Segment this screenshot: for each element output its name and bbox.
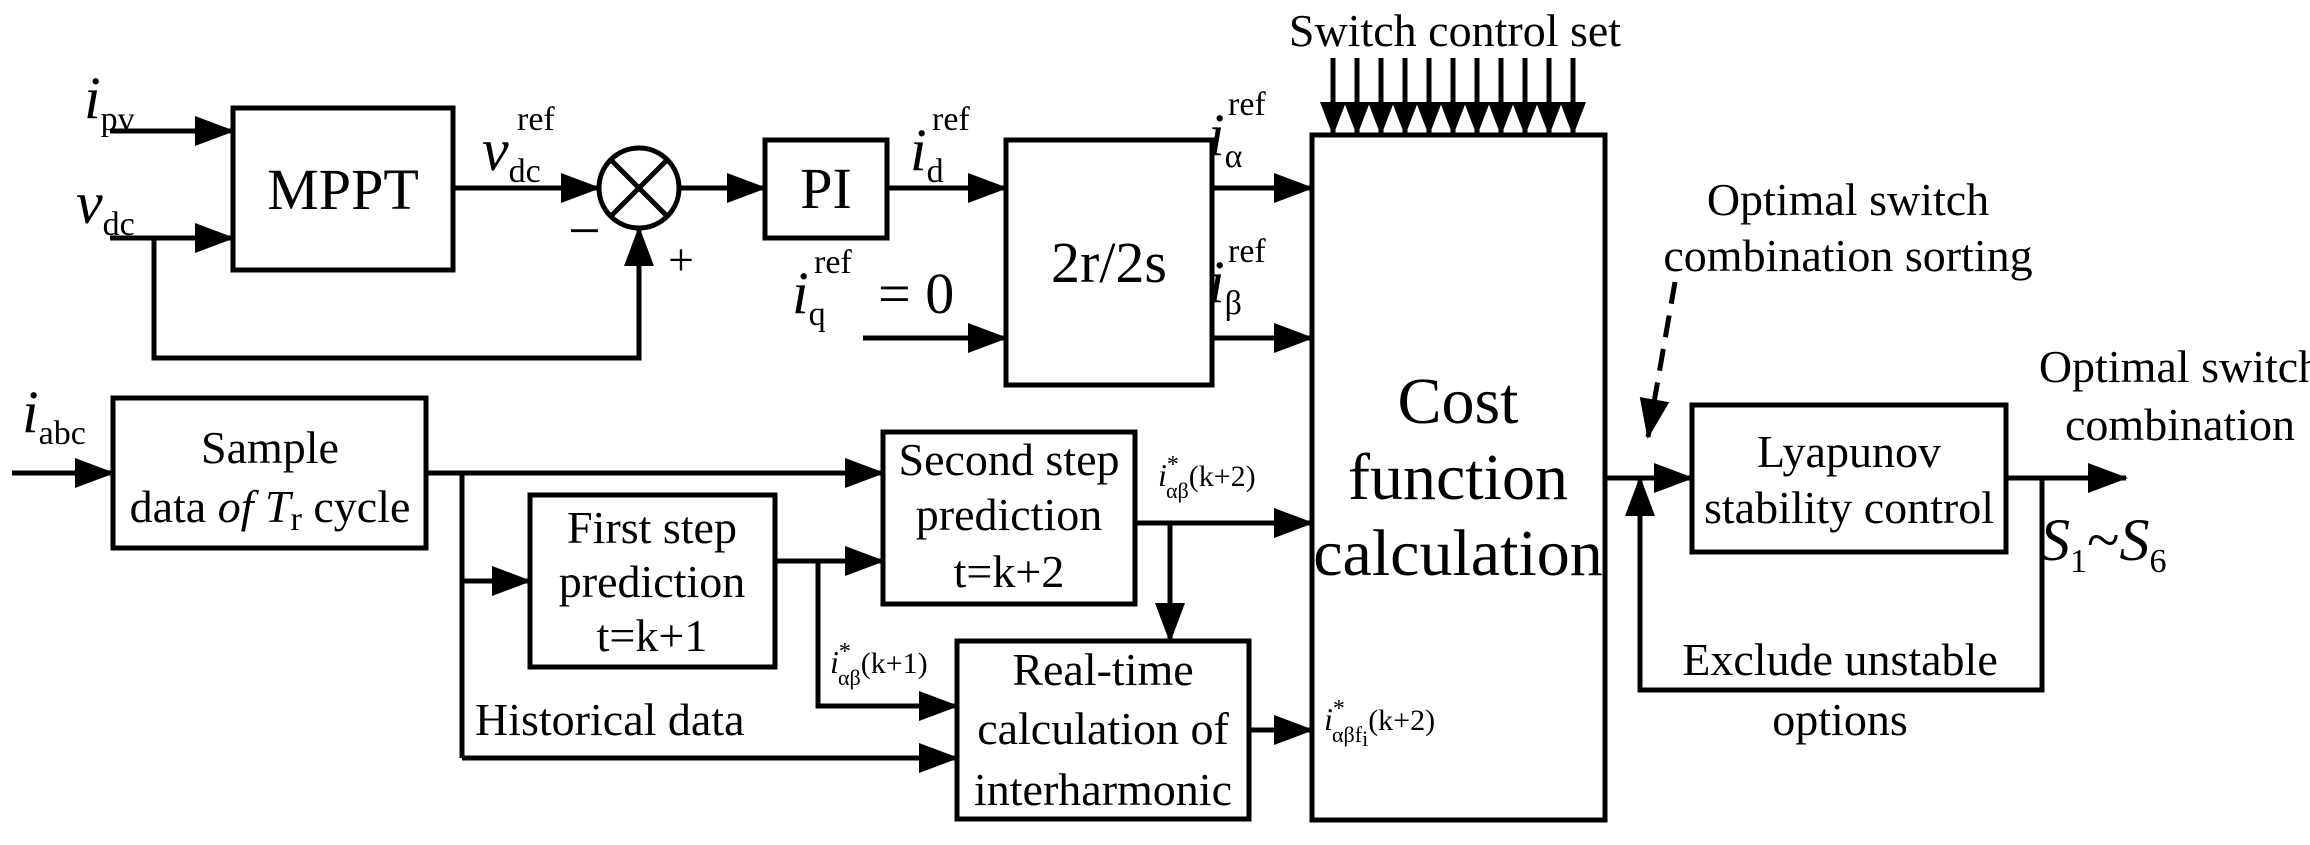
label-ibeta-ref: iβref <box>1208 233 1266 322</box>
label-pred-k2: i*αβ(k+2) <box>1158 452 1256 503</box>
realtime-line3: interharmonic <box>974 764 1232 815</box>
annotation-switch-control-set: Switch control set <box>1289 5 1621 56</box>
annotation-exclude-line1: Exclude unstable <box>1682 634 1998 685</box>
first-step-line3: t=k+1 <box>597 610 708 661</box>
annotation-sorting-line1: Optimal switch <box>1707 174 1989 225</box>
label-id-ref: idref <box>910 101 970 190</box>
first-step-line2: prediction <box>559 556 746 607</box>
second-step-prediction-block <box>880 429 1138 607</box>
label-vdc: vdc <box>76 170 135 243</box>
summing-junction <box>596 145 682 231</box>
realtime-line2: calculation of <box>977 703 1229 754</box>
sorting-dashed-arrow <box>1639 281 1678 439</box>
cost-line2: function <box>1348 441 1568 514</box>
wire-vdc-feedback <box>151 226 654 361</box>
annotation-sorting-line2: combination sorting <box>1663 230 2032 281</box>
wire-exclude-feedback <box>1625 476 2045 693</box>
second-step-line2: prediction <box>916 489 1103 540</box>
sample-label-line1: Sample <box>201 422 339 473</box>
second-step-line1: Second step <box>898 434 1119 485</box>
label-interharmonic-k2: i*αβfi(k+2) <box>1324 696 1435 751</box>
label-ialpha-ref: iαref <box>1208 86 1266 175</box>
lyapunov-line2: stability control <box>1704 482 1994 533</box>
mppt-label: MPPT <box>267 157 419 222</box>
label-vdc-ref: vdcref <box>482 101 555 190</box>
switch-control-set-arrows <box>1320 58 1586 136</box>
label-pred-k1: i*αβ(k+1) <box>830 639 928 690</box>
second-step-line3: t=k+2 <box>954 546 1065 597</box>
label-iq-eq: = 0 <box>878 261 954 326</box>
realtime-line1: Real-time <box>1012 644 1193 695</box>
label-switch-output: S1~S6 <box>2040 507 2166 580</box>
annotation-output-line1: Optimal switch <box>2039 341 2310 392</box>
annotation-output-line2: combination <box>2065 399 2295 450</box>
first-step-line1: First step <box>567 502 737 553</box>
annotation-historical-data: Historical data <box>475 694 745 745</box>
label-iq-ref: iqref <box>792 244 852 333</box>
label-ipv: ipv <box>84 65 135 138</box>
wire-first-realtime <box>815 561 959 721</box>
cost-line3: calculation <box>1313 517 1603 590</box>
annotation-exclude-line2: options <box>1772 694 1907 745</box>
label-minus: − <box>568 198 601 263</box>
pi-label: PI <box>800 156 852 221</box>
transform-label: 2r/2s <box>1051 230 1167 295</box>
transform-2r2s-block <box>1003 137 1215 388</box>
sample-label-line2: data of Tr cycle <box>130 481 411 538</box>
label-iabc: iabc <box>22 379 86 452</box>
label-plus: + <box>668 234 694 285</box>
lyapunov-line1: Lyapunov <box>1757 426 1941 477</box>
cost-line1: Cost <box>1397 365 1518 438</box>
